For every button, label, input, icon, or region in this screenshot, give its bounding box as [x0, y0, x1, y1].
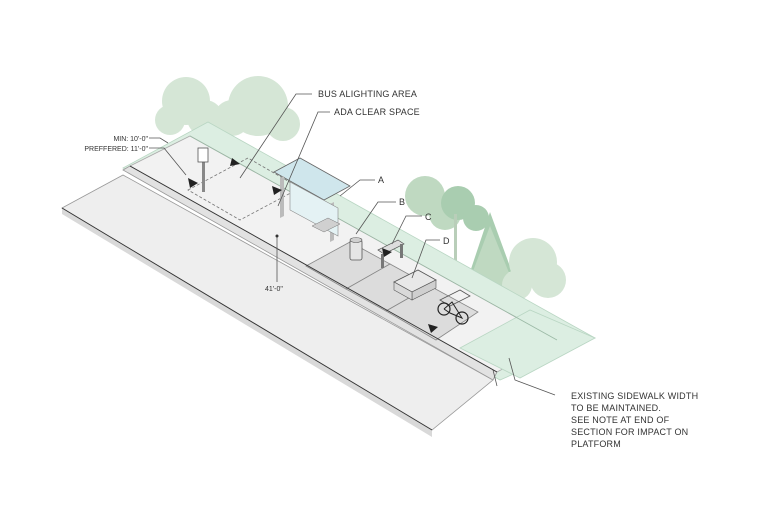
label-preferred-width: PREFFERED: 11'-0"	[84, 146, 148, 153]
bike-wheel-front	[437, 302, 451, 316]
trash-can	[349, 237, 363, 261]
leader-b	[355, 201, 396, 235]
bus-stop-sign	[197, 147, 209, 192]
callout-a: A	[378, 175, 384, 185]
arrow-4	[428, 324, 438, 333]
leader-d	[411, 239, 440, 279]
label-ada-clear-space: ADA CLEAR SPACE	[334, 107, 420, 117]
sidewalk-note-line-1: EXISTING SIDEWALK WIDTH	[571, 391, 698, 401]
sidewalk-note-leader	[508, 357, 556, 396]
leader-bus-alighting	[239, 93, 312, 179]
width-dim-leader	[149, 137, 169, 144]
leader-c	[391, 215, 422, 245]
arrow-2	[230, 158, 240, 166]
bike-wheel-rear	[455, 311, 469, 325]
sidewalk-note-line-3: SEE NOTE AT END OF	[571, 415, 670, 425]
road-front-edge	[61, 207, 433, 431]
arrow-1	[188, 178, 198, 188]
callout-b: B	[399, 197, 405, 207]
tree-right-3	[502, 238, 566, 300]
sidewalk-note-line-5: PLATFORM	[571, 439, 621, 449]
label-min-width: MIN: 10'-0"	[113, 136, 148, 143]
tree-right-2	[441, 186, 489, 264]
width-dim-leader-2	[149, 147, 187, 176]
label-bus-alighting-area: BUS ALIGHTING AREA	[318, 89, 417, 99]
arrow-5	[382, 248, 392, 257]
dimension-lines	[149, 137, 556, 396]
road-side-edge	[62, 208, 432, 437]
callout-c: C	[425, 212, 432, 222]
platform-back-edge	[189, 135, 558, 341]
background-trees	[155, 76, 566, 300]
tree-left-2	[214, 76, 300, 141]
bike-and-rack	[437, 289, 471, 325]
callout-d: D	[443, 236, 450, 246]
bus-alighting-area	[187, 157, 301, 221]
shelter-bench	[311, 217, 341, 233]
bus-shelter	[273, 157, 351, 242]
labels: BUS ALIGHTING AREA ADA CLEAR SPACE MIN: …	[84, 89, 698, 449]
direction-arrows	[188, 158, 438, 333]
platform-front-edge	[129, 165, 498, 373]
bench	[393, 269, 437, 301]
callout-leaders	[239, 93, 440, 279]
sidewalk-note-line-4: SECTION FOR IMPACT ON	[571, 427, 688, 437]
leader-a	[339, 179, 375, 197]
landscape-strip-right	[459, 309, 596, 379]
sidewalk-note: EXISTING SIDEWALK WIDTH TO BE MAINTAINED…	[571, 391, 698, 449]
leader-ada	[277, 111, 330, 207]
sidewalk-note-line-2: TO BE MAINTAINED.	[571, 403, 661, 413]
arrow-3	[272, 186, 282, 195]
label-length-dimension: 41'-0"	[265, 286, 283, 293]
